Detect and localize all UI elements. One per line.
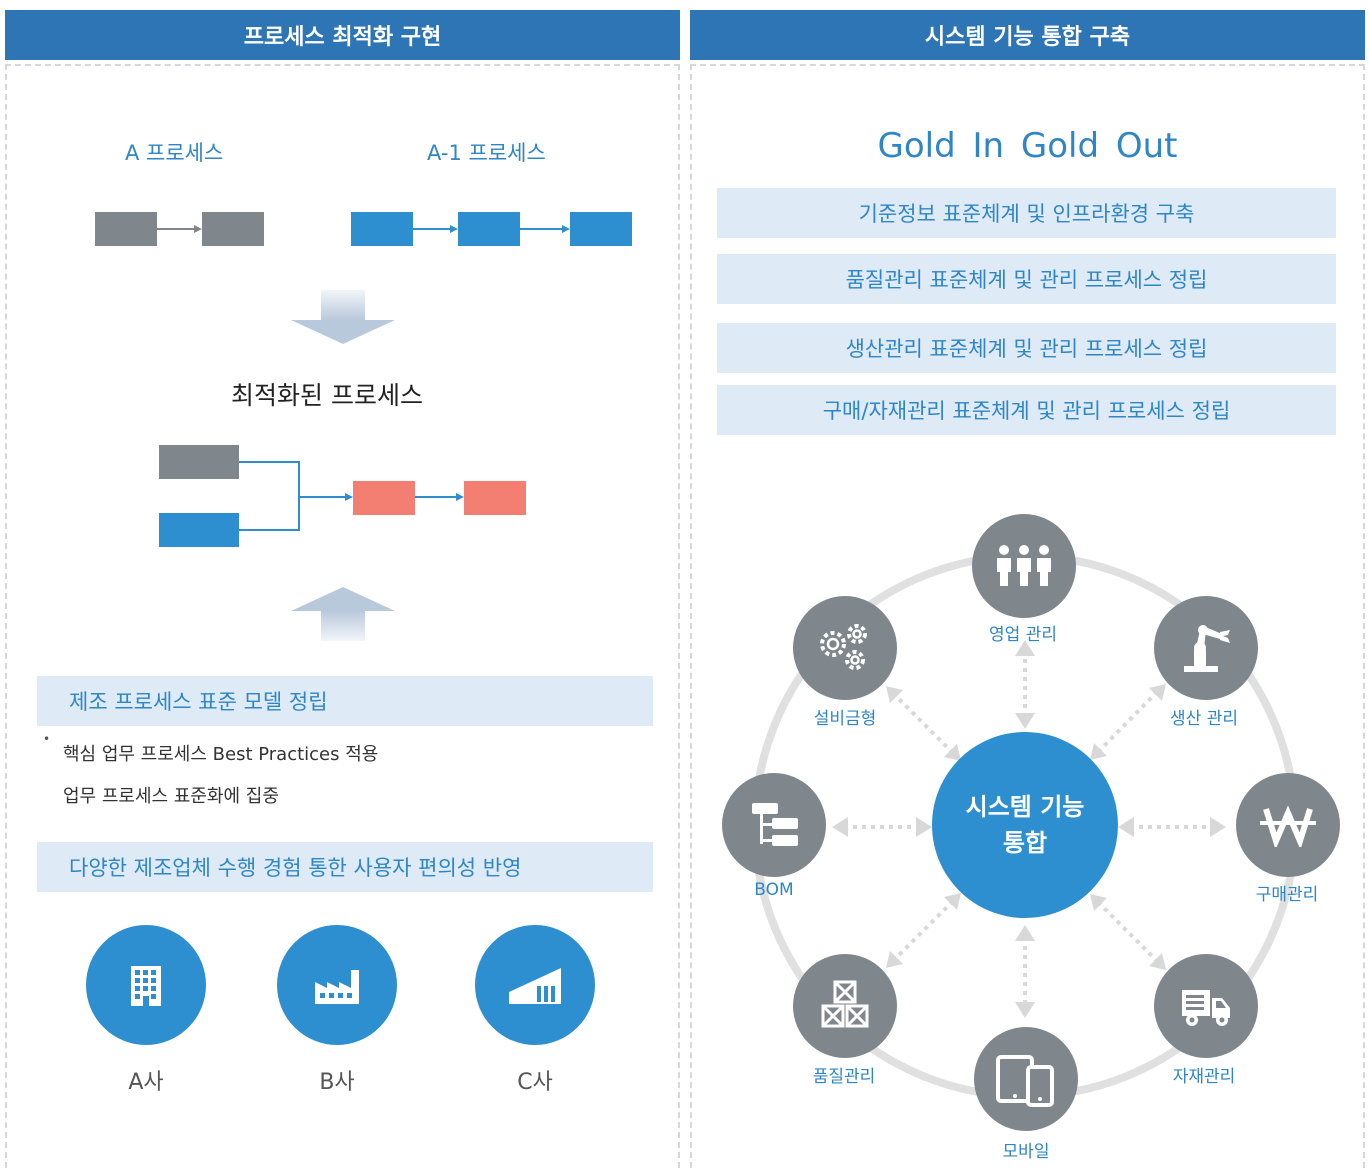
center-line-2: 통합 — [1002, 829, 1048, 857]
won-icon — [1260, 805, 1316, 847]
factory-icon — [315, 970, 359, 1004]
bullet-item-2: 업무 프로세스 표준화에 집중 — [63, 786, 279, 807]
bullet-item-1: 핵심 업무 프로세스 Best Practices 적용 — [63, 744, 379, 765]
process-a1-label: A-1 프로세스 — [427, 141, 546, 165]
right-panel-header: 시스템 기능 통합 구축 — [690, 10, 1365, 60]
tree-structure-icon — [752, 803, 798, 846]
right-band-2: 품질관리 표준체계 및 관리 프로세스 정립 — [717, 254, 1336, 304]
optimized-step-1 — [353, 481, 415, 515]
node-quality — [793, 954, 897, 1058]
company-b-circle — [277, 925, 397, 1045]
node-bom — [722, 773, 826, 877]
node-production — [1154, 596, 1258, 700]
left-panel-box — [5, 64, 680, 1168]
node-bom-label: BOM — [754, 880, 794, 900]
node-sales-label: 영업 관리 — [989, 625, 1057, 645]
process-a1-step-3 — [570, 212, 632, 246]
people-icon — [997, 545, 1051, 586]
optimized-input-gray — [159, 445, 239, 479]
node-material — [1154, 954, 1258, 1058]
optimized-step-2 — [464, 481, 526, 515]
node-mobile — [974, 1027, 1078, 1131]
node-production-label: 생산 관리 — [1170, 709, 1238, 729]
right-panel-box — [690, 64, 1365, 1168]
optimized-input-blue — [159, 513, 239, 547]
left-panel-header: 프로세스 최적화 구현 — [5, 10, 680, 60]
right-band-2-text: 품질관리 표준체계 및 관리 프로세스 정립 — [845, 268, 1208, 292]
tagline: Gold In Gold Out — [877, 126, 1178, 166]
gears-icon — [820, 624, 867, 670]
right-panel-title: 시스템 기능 통합 구축 — [924, 25, 1131, 50]
experience-band: 다양한 제조업체 수행 경험 통한 사용자 편의성 반영 — [37, 842, 653, 892]
center-line-1: 시스템 기능 — [965, 793, 1085, 821]
standard-model-band: 제조 프로세스 표준 모델 정립 — [37, 676, 653, 726]
dashed-arrows — [844, 652, 1212, 1006]
warehouse-icon — [509, 968, 561, 1004]
bullet-mark: • — [43, 732, 51, 746]
up-arrow-icon — [291, 587, 395, 641]
node-equipment — [793, 596, 897, 700]
right-band-3-text: 생산관리 표준체계 및 관리 프로세스 정립 — [845, 337, 1208, 361]
company-a-label: A사 — [128, 1070, 164, 1095]
node-mobile-label: 모바일 — [1002, 1142, 1050, 1162]
truck-icon — [1182, 990, 1230, 1026]
process-a-step-1 — [95, 212, 157, 246]
experience-text: 다양한 제조업체 수행 경험 통한 사용자 편의성 반영 — [69, 856, 522, 880]
standard-model-text: 제조 프로세스 표준 모델 정립 — [69, 690, 328, 714]
left-panel-title: 프로세스 최적화 구현 — [243, 25, 442, 50]
right-band-3: 생산관리 표준체계 및 관리 프로세스 정립 — [717, 323, 1336, 373]
left-connectors — [157, 225, 570, 641]
down-arrow-icon — [291, 290, 395, 344]
node-purchase-label: 구매관리 — [1255, 885, 1319, 905]
right-band-1-text: 기준정보 표준체계 및 인프라환경 구축 — [858, 202, 1195, 226]
node-material-label: 자재관리 — [1172, 1067, 1236, 1087]
boxes-icon — [821, 980, 869, 1028]
merge-connector — [239, 461, 300, 531]
robot-arm-icon — [1184, 625, 1230, 672]
process-a-step-2 — [202, 212, 264, 246]
process-a1-step-2 — [458, 212, 520, 246]
company-b-label: B사 — [319, 1070, 355, 1095]
process-a1-step-1 — [351, 212, 413, 246]
company-c-circle — [475, 925, 595, 1045]
center-integration-circle: 시스템 기능 통합 — [932, 732, 1118, 918]
node-sales — [972, 514, 1076, 618]
mobile-devices-icon — [996, 1055, 1054, 1107]
right-band-1: 기준정보 표준체계 및 인프라환경 구축 — [717, 188, 1336, 238]
right-band-4: 구매/자재관리 표준체계 및 관리 프로세스 정립 — [717, 385, 1336, 435]
node-purchase — [1236, 773, 1340, 877]
company-c-label: C사 — [517, 1070, 553, 1095]
arrow-heads — [832, 640, 1226, 1018]
optimized-process-label: 최적화된 프로세스 — [231, 381, 423, 410]
office-building-icon — [131, 966, 161, 1006]
node-equipment-label: 설비금형 — [813, 709, 877, 729]
right-band-4-text: 구매/자재관리 표준체계 및 관리 프로세스 정립 — [822, 399, 1231, 423]
company-a-circle — [86, 925, 206, 1045]
process-a-label: A 프로세스 — [125, 141, 224, 165]
node-quality-label: 품질관리 — [812, 1067, 876, 1087]
